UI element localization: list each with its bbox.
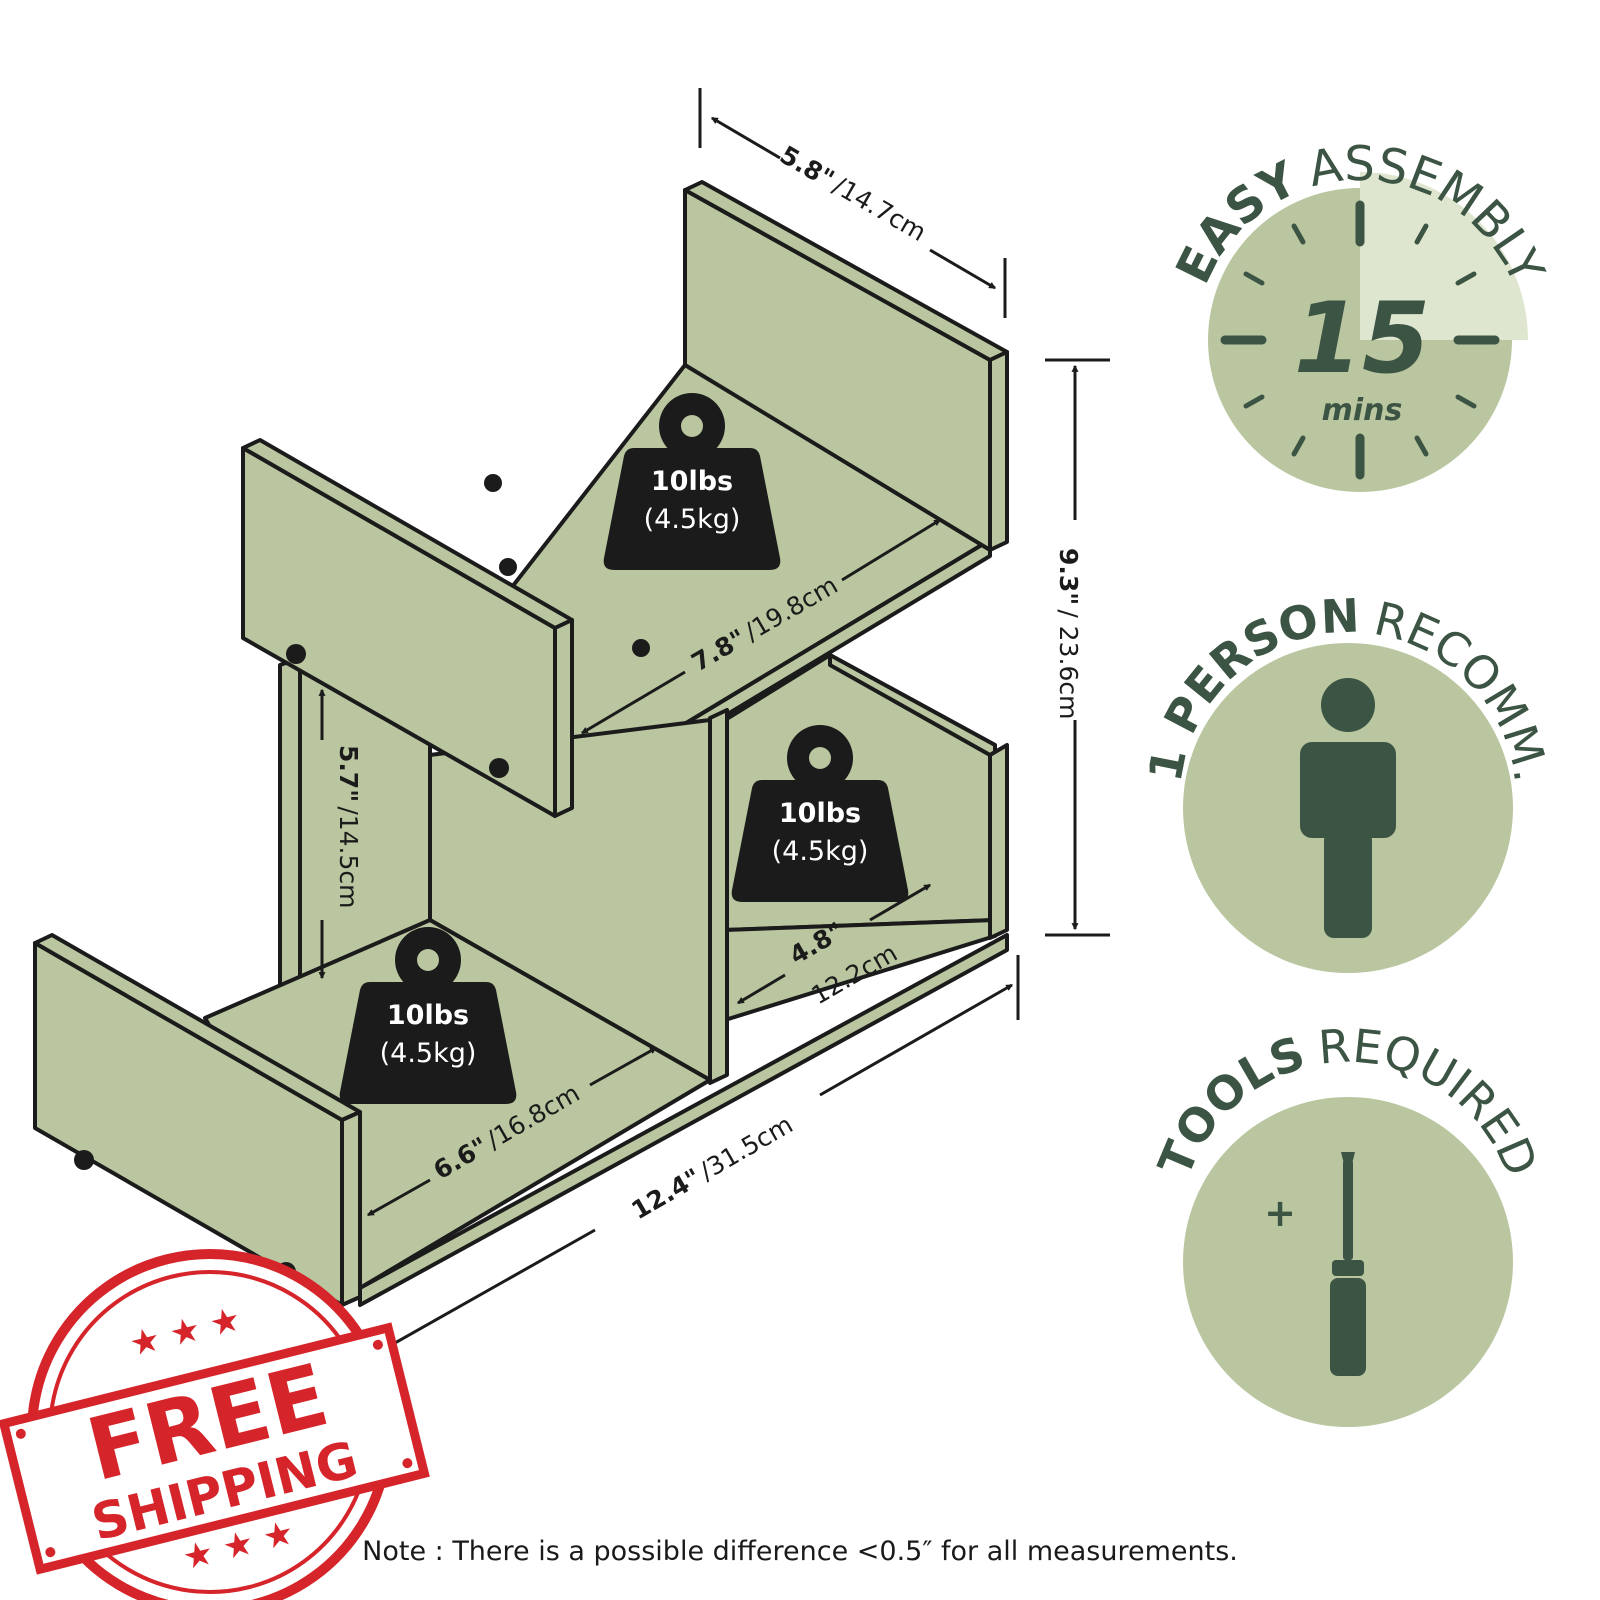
plus-symbol: + xyxy=(1264,1191,1296,1235)
free-shipping-stamp: ★ ★ ★ ★ ★ ★ FREE SHIPPING xyxy=(0,1249,430,1600)
weight-icon: 10lbs (4.5kg) xyxy=(731,725,909,902)
weight-value: 10lbs xyxy=(651,466,733,497)
screw xyxy=(484,474,502,492)
screw xyxy=(489,758,509,778)
cubby-right-side-edge xyxy=(988,743,1009,940)
top-right-upright-side xyxy=(988,350,1009,552)
lower-shelf-front xyxy=(358,933,1009,1307)
side-height-label: 5.7"/14.5cm xyxy=(334,745,363,909)
weight-metric: (4.5kg) xyxy=(772,836,869,867)
screw xyxy=(499,558,517,576)
person-icon xyxy=(1300,678,1396,938)
measurement-note: Note : There is a possible difference <0… xyxy=(362,1536,1238,1567)
left-vertical xyxy=(278,656,302,994)
weight-metric: (4.5kg) xyxy=(644,504,741,535)
screw xyxy=(286,644,306,664)
assembly-minutes: 15 xyxy=(1294,282,1430,396)
weight-icon: 10lbs (4.5kg) xyxy=(603,393,781,570)
weight-icon: 10lbs (4.5kg) xyxy=(339,927,517,1104)
clock-icon xyxy=(1220,200,1500,480)
screw xyxy=(632,639,650,657)
depth-label: 5.8"/14.7cm xyxy=(775,140,931,247)
screw xyxy=(74,1150,94,1170)
assembly-badge: 15 mins EASYASSEMBLY xyxy=(1165,136,1555,492)
screwdriver-icon xyxy=(1330,1152,1366,1376)
height-label: 9.3"/ 23.6cm xyxy=(1054,548,1083,719)
weight-metric: (4.5kg) xyxy=(380,1038,477,1069)
assembly-unit: mins xyxy=(1322,393,1403,428)
weight-value: 10lbs xyxy=(779,798,861,829)
middle-divider xyxy=(708,708,729,1085)
lower-left-end-side xyxy=(340,1110,362,1307)
weight-value: 10lbs xyxy=(387,1000,469,1031)
clock-wedge xyxy=(1360,172,1528,340)
top-left-end-side xyxy=(553,618,574,818)
